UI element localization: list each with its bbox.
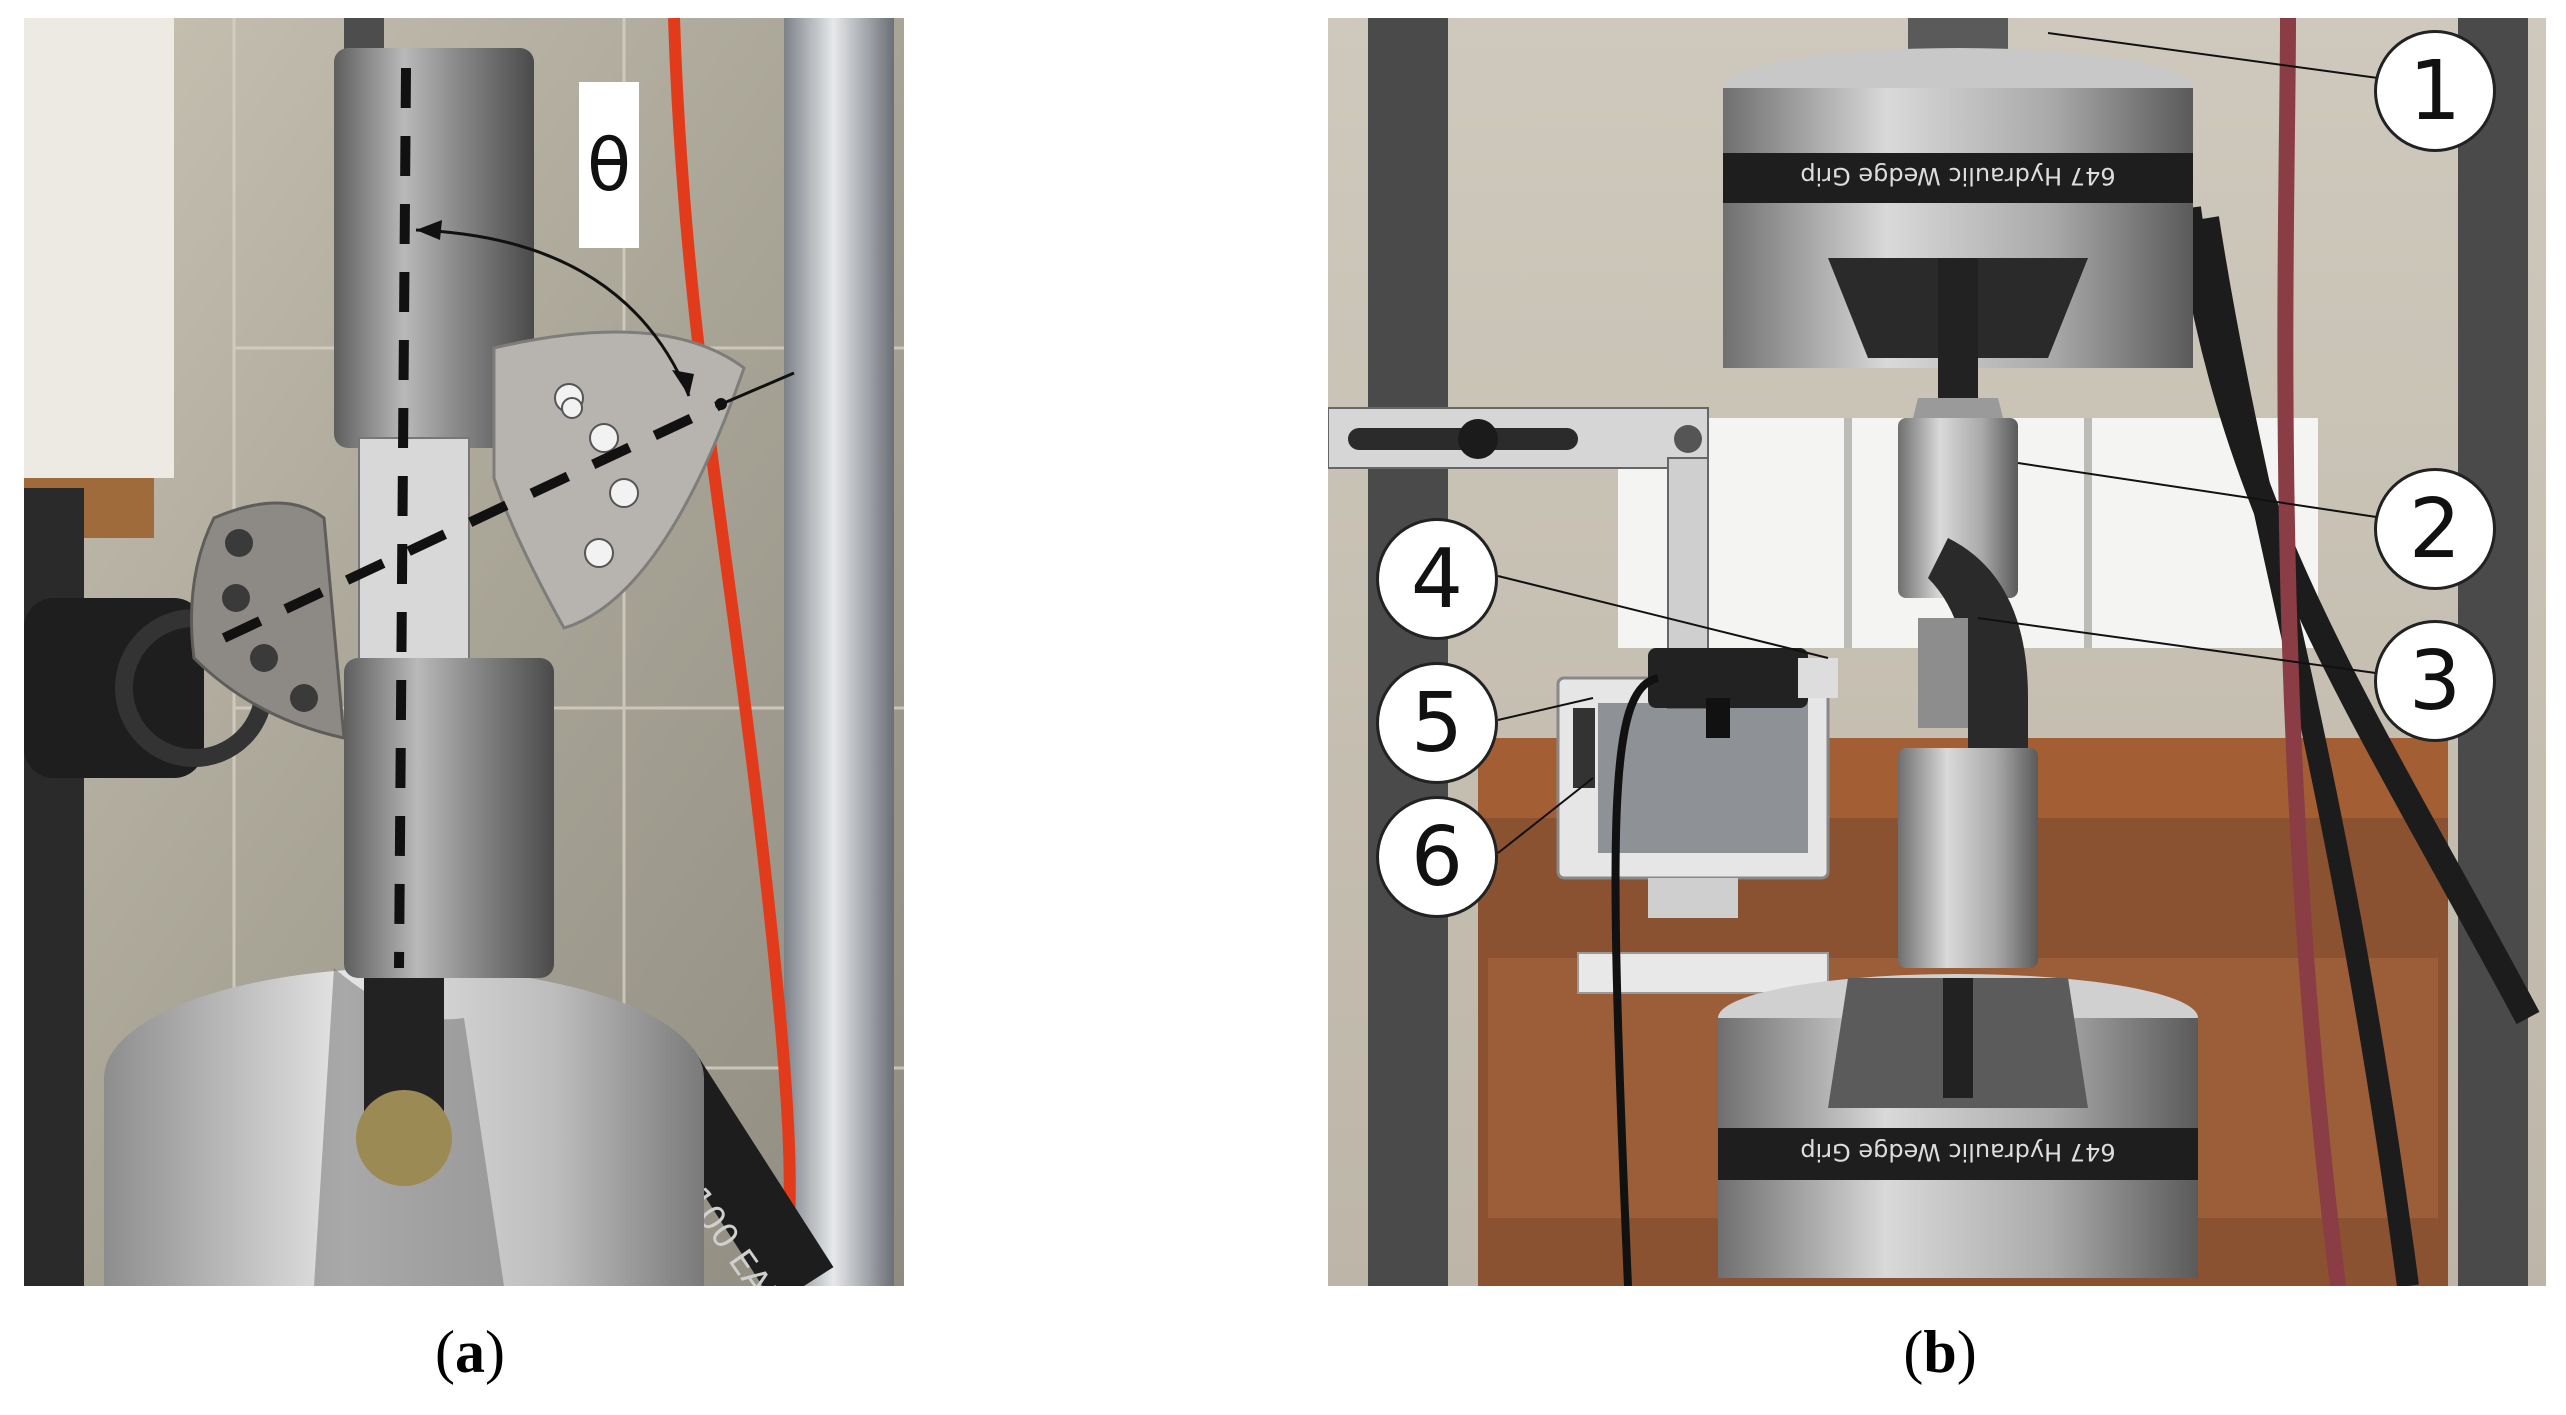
lower-fixture-b	[1898, 748, 2038, 968]
angle-plate-left	[190, 501, 346, 740]
photo-panel-a: 100 EAD θ	[24, 18, 904, 1286]
upper-grip-band	[1723, 153, 2193, 203]
caption-b: (b)	[1903, 1319, 1977, 1385]
caption-b-letter: b	[1923, 1319, 1957, 1385]
camera	[1648, 648, 1808, 708]
rotated-axis-dashed	[221, 398, 727, 643]
marker-3: 3	[2374, 620, 2496, 742]
angle-arc	[415, 228, 691, 397]
left-column	[1368, 18, 1448, 1286]
marker-2: 2	[2374, 468, 2496, 590]
lower-grip-band-text: 647 Hydraulic Wedge Grip	[1800, 1138, 2115, 1166]
marker-6: 6	[1376, 796, 1498, 918]
window	[24, 18, 174, 478]
red-cable	[668, 18, 796, 1286]
marker-4: 4	[1376, 518, 1498, 640]
machine-column	[784, 18, 894, 1286]
red-hose	[2277, 18, 2346, 1286]
vertical-axis-dashed	[394, 67, 411, 969]
photo-b-drawing: 647 Hydraulic Wedge Grip 647 Hydraulic W…	[1328, 18, 2546, 1286]
camera-lens	[24, 598, 204, 778]
upper-fixture-b	[1898, 418, 2018, 598]
leader-lines	[1497, 32, 2384, 854]
photo-a-drawing: 100 EAD	[24, 18, 904, 1286]
lower-fixture	[344, 658, 554, 978]
upper-grip-band-text: 647 Hydraulic Wedge Grip	[1800, 162, 2115, 190]
caption-a-letter: a	[455, 1319, 485, 1385]
caption-a: (a)	[435, 1319, 505, 1385]
marker-5: 5	[1376, 662, 1498, 784]
upper-fixture	[334, 48, 534, 448]
lower-grip-band	[1718, 1128, 2198, 1180]
specimen-b	[1928, 538, 2028, 798]
theta-label: θ	[579, 82, 639, 248]
marker-1: 1	[2374, 30, 2496, 152]
camera-cable	[1611, 674, 1660, 1286]
photo-panel-b: 647 Hydraulic Wedge Grip 647 Hydraulic W…	[1328, 18, 2546, 1286]
